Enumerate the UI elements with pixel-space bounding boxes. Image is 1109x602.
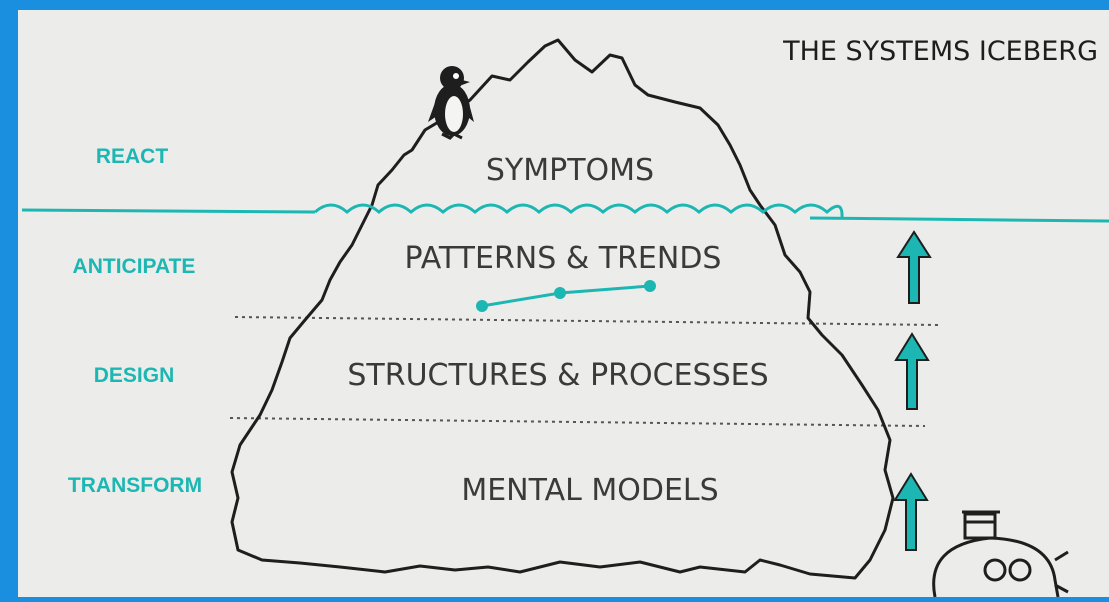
separator-line-1 [234, 316, 941, 326]
screen-background [18, 10, 1109, 597]
trend-point [554, 287, 566, 299]
layer-label-mental-models: MENTAL MODELS [461, 473, 718, 508]
layer-label-symptoms: SYMPTOMS [486, 153, 654, 188]
penguin-icon [428, 66, 474, 140]
water-line-right [809, 216, 1109, 223]
up-arrow-icon [893, 472, 929, 551]
diagram-title: THE SYSTEMS ICEBERG [782, 36, 1098, 67]
water-line-left [21, 208, 316, 214]
layer-label-patterns-trends: PATTERNS & TRENDS [405, 241, 722, 276]
up-arrow-icon [894, 332, 930, 410]
level-action-react: REACT [96, 145, 169, 168]
waves [314, 203, 844, 219]
layer-label-structures-processes: STRUCTURES & PROCESSES [347, 358, 768, 393]
level-action-transform: TRANSFORM [68, 474, 202, 497]
up-arrow-icon [896, 230, 932, 304]
level-action-anticipate: ANTICIPATE [73, 255, 196, 278]
trend-line-icon [476, 280, 656, 312]
iceberg-outline [230, 38, 895, 580]
trend-point [644, 280, 656, 292]
level-action-design: DESIGN [94, 364, 175, 387]
trend-point [476, 300, 488, 312]
submarine-icon [932, 510, 1069, 598]
